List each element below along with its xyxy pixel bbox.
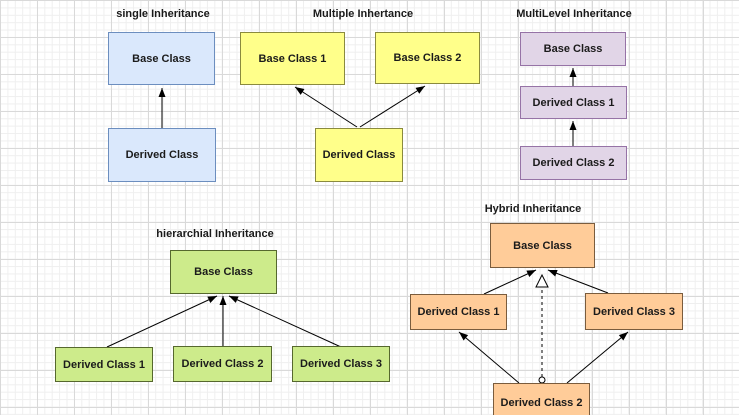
node-label: Base Class [194, 266, 253, 278]
node-label: Base Class [132, 52, 191, 65]
node-label: Derived Class 1 [532, 96, 615, 109]
edge-line [106, 295, 218, 348]
node-multilevel-inheritance-derived-class-2[interactable]: Derived Class 2 [520, 146, 627, 180]
node-multilevel-inheritance-derived-class-1[interactable]: Derived Class 1 [520, 86, 627, 119]
node-label: Derived Class [322, 149, 396, 161]
node-label: Derived Class 3 [593, 305, 675, 318]
node-label: Derived Class [125, 149, 199, 161]
section-title-hybrid-inheritance: Hybrid Inheritance [484, 203, 582, 215]
section-title-hierarchical-inheritance: hierarchial Inheritance [156, 228, 274, 240]
section-title-multilevel-inheritance: MultiLevel Inheritance [516, 8, 632, 20]
edge-line [483, 269, 537, 295]
edge-line [359, 85, 426, 128]
node-label: Derived Class 2 [532, 157, 615, 169]
edge-line [228, 295, 342, 348]
edge-line [294, 86, 358, 128]
node-label: Derived Class 2 [181, 358, 264, 370]
node-single-inheritance-derived-class[interactable]: Derived Class [108, 128, 216, 182]
node-hierarchical-inheritance-derived-class-3[interactable]: Derived Class 3 [292, 346, 390, 382]
node-label: Derived Class 2 [500, 397, 583, 409]
node-hierarchical-inheritance-derived-class-2[interactable]: Derived Class 2 [173, 346, 272, 382]
node-multilevel-inheritance-base-class[interactable]: Base Class [520, 32, 626, 66]
node-label: Derived Class 1 [417, 306, 500, 318]
node-hybrid-inheritance-derived-class-1[interactable]: Derived Class 1 [410, 294, 507, 330]
section-title-multiple-inheritance: Multiple Inhertance [312, 8, 414, 20]
node-label: Base Class 1 [258, 52, 327, 65]
node-hierarchical-inheritance-base-class[interactable]: Base Class [170, 250, 277, 294]
node-single-inheritance-base-class[interactable]: Base Class [108, 32, 215, 85]
edge-line [566, 331, 629, 384]
node-multiple-inheritance-base-class-1[interactable]: Base Class 1 [240, 32, 345, 85]
node-hybrid-inheritance-derived-class-3[interactable]: Derived Class 3 [585, 293, 683, 330]
node-hybrid-inheritance-derived-class-2[interactable]: Derived Class 2 [493, 383, 590, 415]
hollow-triangle-arrowhead [535, 273, 549, 288]
node-hierarchical-inheritance-derived-class-1[interactable]: Derived Class 1 [55, 347, 153, 382]
node-label: Base Class 2 [393, 52, 462, 64]
node-multiple-inheritance-base-class-2[interactable]: Base Class 2 [375, 32, 480, 84]
node-label: Derived Class 1 [63, 358, 145, 371]
edge-line [458, 331, 520, 384]
node-label: Base Class [543, 43, 603, 55]
node-label: Base Class [513, 239, 572, 252]
node-label: Derived Class 3 [300, 358, 382, 370]
section-title-single-inheritance: single Inheritance [116, 8, 210, 20]
node-multiple-inheritance-derived-class[interactable]: Derived Class [315, 128, 403, 182]
edge-line [547, 269, 609, 294]
node-hybrid-inheritance-base-class[interactable]: Base Class [490, 223, 595, 268]
